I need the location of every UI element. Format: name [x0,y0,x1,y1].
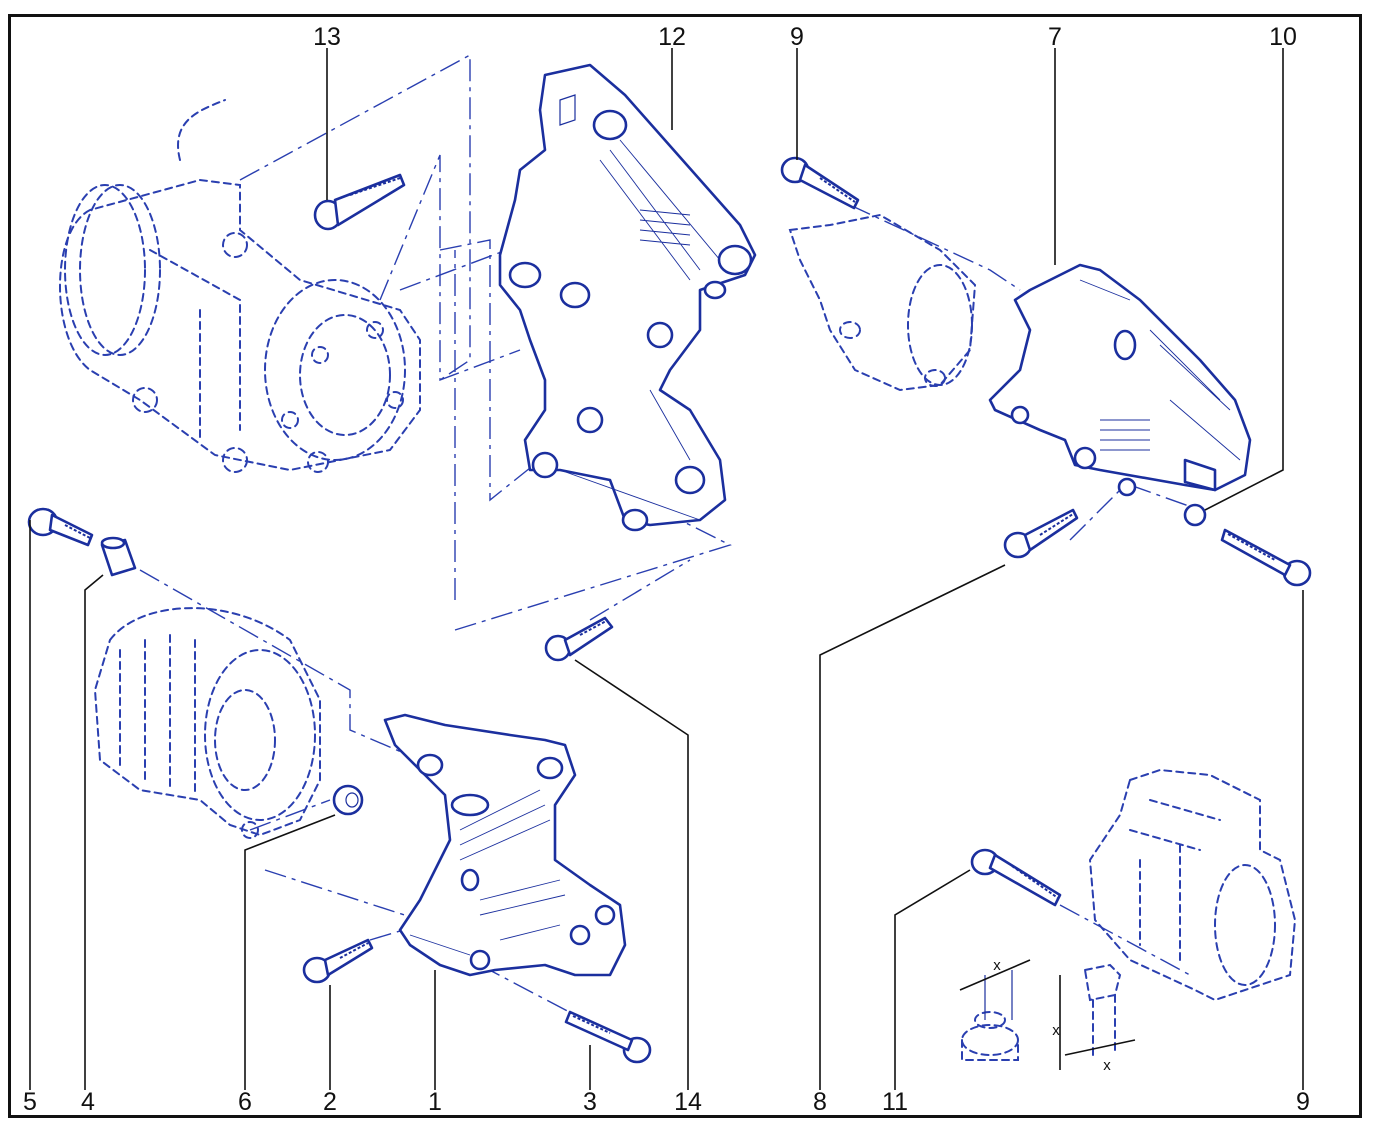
bolt-3 [564,1010,652,1064]
spacer-4 [100,536,137,577]
drawing-frame [8,14,1362,1118]
callout-9-top: 9 [790,23,804,51]
callout-4: 4 [81,1088,95,1116]
bolt-11 [970,848,1062,907]
callout-2: 2 [323,1088,337,1116]
callout-5: 5 [23,1088,37,1116]
washer-10 [1117,477,1207,527]
callout-labels: 13 12 9 7 10 5 4 6 2 1 3 14 8 11 9 [23,23,1310,1116]
dim-x-nut: x [993,957,1001,974]
ghost-pump [788,213,977,392]
bracket-1 [383,713,627,977]
bolt-5 [27,507,94,547]
callout-12: 12 [658,23,686,51]
ghost-compressor [59,99,421,473]
dimension-labels: x x x [993,957,1111,1074]
callout-10: 10 [1269,23,1297,51]
bracket-12 [498,63,757,532]
ghost-starter [1088,768,1297,1002]
callout-3: 3 [583,1088,597,1116]
callout-6: 6 [238,1088,252,1116]
bolt-8 [1003,508,1079,559]
bolt-14 [544,616,614,662]
callout-14: 14 [674,1088,702,1116]
bracket-7 [988,263,1252,492]
bolt-2 [302,938,374,984]
dim-x-bolt-width: x [1103,1057,1111,1074]
bolt-13 [313,173,406,231]
callout-9-bottom: 9 [1296,1088,1310,1116]
bolt-9-right [1220,528,1312,587]
callout-13: 13 [313,23,341,51]
leader-lines [29,48,1304,1090]
bolt-9-top [780,156,860,210]
callout-11: 11 [882,1088,908,1116]
nut-6 [332,784,364,816]
callout-7: 7 [1048,23,1062,51]
callout-8: 8 [813,1088,827,1116]
dim-x-bolt-height: x [1052,1022,1060,1039]
dimension-detail [959,959,1136,1070]
ghost-alternator [93,607,321,839]
callout-1: 1 [428,1088,442,1116]
